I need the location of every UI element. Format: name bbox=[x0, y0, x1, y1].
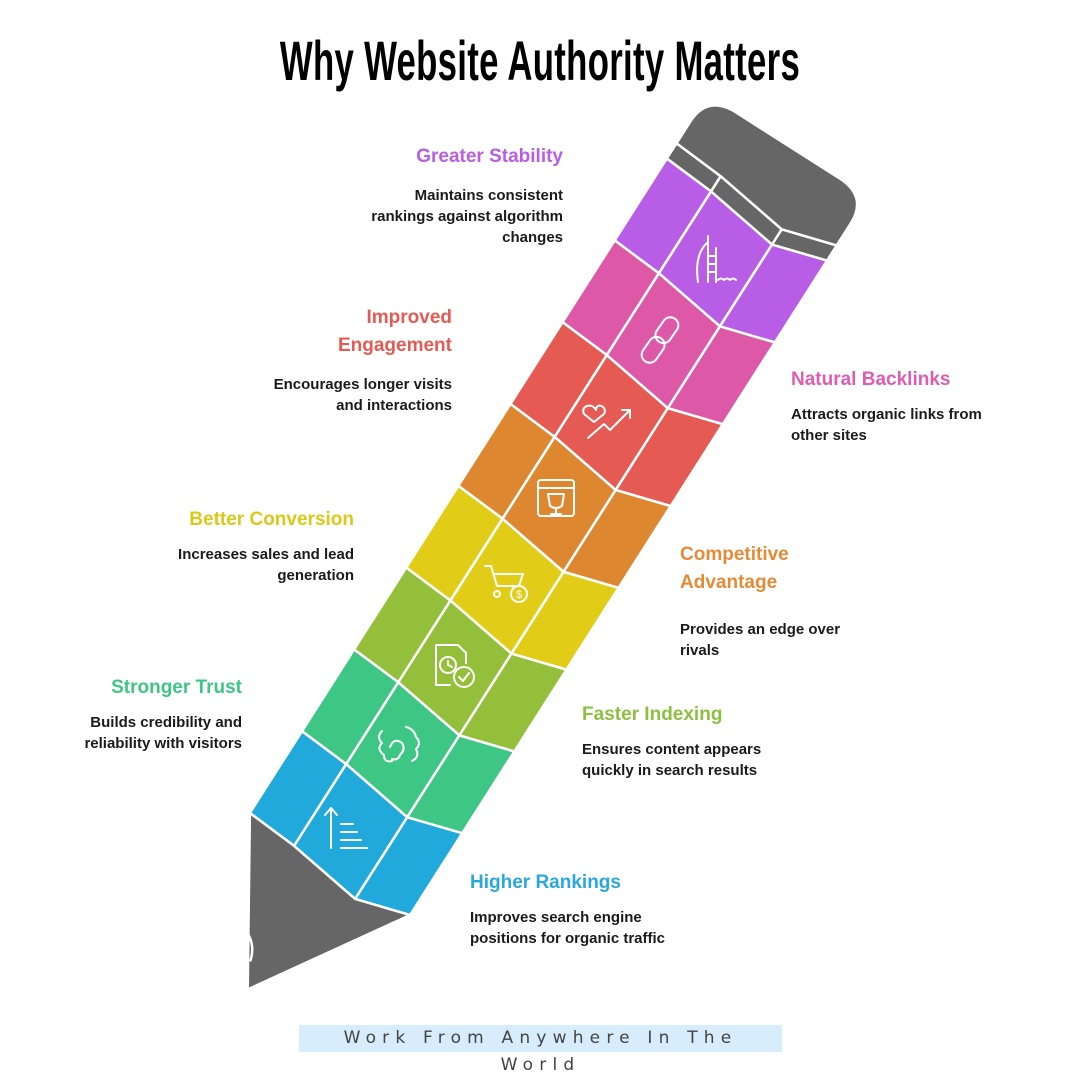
pencil-eraser bbox=[665, 104, 859, 262]
item-natural-backlinks: Natural Backlinks Attracts organic links… bbox=[791, 366, 1051, 446]
item-better-conversion: Better Conversion Increases sales and le… bbox=[94, 506, 354, 586]
item-description: Ensures content appears quickly in searc… bbox=[582, 741, 762, 779]
item-description: Improves search engine positions for org… bbox=[470, 909, 666, 947]
item-stronger-trust: Stronger Trust Builds credibility and re… bbox=[0, 674, 242, 754]
item-title: Improved Engagement bbox=[337, 307, 452, 356]
item-title: Better Conversion bbox=[189, 509, 354, 530]
ranking-list-icon bbox=[324, 807, 368, 849]
item-title: Greater Stability bbox=[416, 146, 563, 167]
item-title: Natural Backlinks bbox=[791, 369, 951, 390]
item-faster-indexing: Faster Indexing Ensures content appears … bbox=[582, 701, 842, 781]
item-description: Builds credibility and reliability with … bbox=[84, 714, 242, 752]
segment-engagement bbox=[509, 320, 725, 508]
item-title: Competitive Advantage bbox=[680, 544, 789, 593]
sail-building-icon bbox=[696, 235, 737, 283]
item-description: Increases sales and lead generation bbox=[178, 546, 354, 584]
trophy-browser-icon bbox=[537, 479, 575, 517]
item-description: Attracts organic links from other sites bbox=[791, 406, 982, 444]
pencil-tip bbox=[241, 811, 412, 991]
item-description: Maintains consistent rankings against al… bbox=[371, 187, 563, 246]
item-description: Encourages longer visits and interaction… bbox=[273, 376, 452, 414]
cart-dollar-icon: $ bbox=[484, 565, 528, 603]
item-higher-rankings: Higher Rankings Improves search engine p… bbox=[470, 869, 730, 949]
svg-text:$: $ bbox=[516, 589, 522, 601]
document-clock-check-icon bbox=[435, 644, 475, 688]
item-competitive-advantage: Competitive Advantage Provides an edge o… bbox=[680, 541, 940, 661]
item-title: Faster Indexing bbox=[582, 704, 723, 725]
heart-growth-icon bbox=[582, 404, 631, 439]
item-improved-engagement: Improved Engagement Encourages longer vi… bbox=[192, 304, 452, 416]
item-description: Provides an edge over rivals bbox=[680, 621, 841, 659]
chain-link-icon bbox=[640, 316, 680, 364]
handshake-icon bbox=[378, 726, 420, 763]
footer-tagline: Work From Anywhere In The World bbox=[299, 1025, 782, 1075]
item-title: Higher Rankings bbox=[470, 872, 621, 893]
item-title: Stronger Trust bbox=[111, 677, 242, 698]
item-greater-stability: Greater Stability Maintains consistent r… bbox=[303, 143, 563, 248]
page-title: Why Website Authority Matters bbox=[279, 29, 801, 92]
